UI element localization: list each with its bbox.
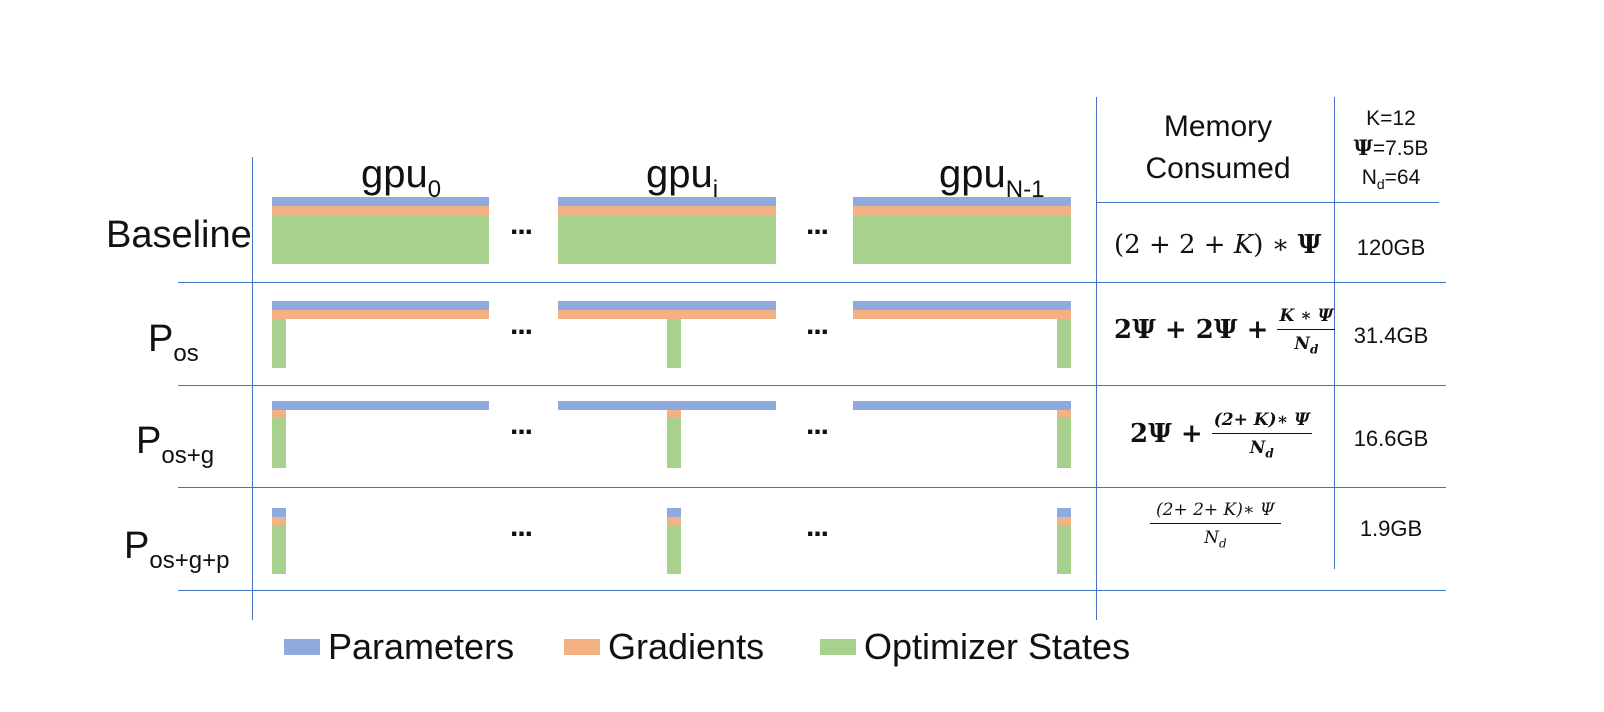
memory-header-line1: Memory bbox=[1163, 110, 1273, 143]
parameters-bar bbox=[272, 301, 489, 310]
optimizer-states-bar bbox=[272, 525, 286, 574]
optimizer-states-swatch bbox=[820, 639, 856, 655]
parameters-bar bbox=[272, 197, 489, 206]
optimizer-states-bar bbox=[853, 215, 1071, 264]
parameters-bar bbox=[853, 301, 1071, 310]
formula-baseline: (2 + 2 + K) ∗ Ψ bbox=[1114, 230, 1322, 260]
parameters-bar bbox=[558, 301, 776, 310]
optimizer-states-bar bbox=[272, 215, 489, 264]
grid-line-bottom bbox=[178, 590, 1446, 591]
gradients-bar bbox=[558, 310, 776, 319]
parameters-swatch bbox=[284, 639, 320, 655]
constant-psi: Ψ=7.5B bbox=[1353, 135, 1429, 160]
gradients-bar bbox=[272, 206, 489, 215]
ellipsis: ... bbox=[510, 208, 533, 241]
parameters-bar bbox=[272, 508, 286, 517]
row-label-pos: Pos bbox=[148, 318, 199, 367]
optimizer-states-bar bbox=[667, 319, 681, 368]
ellipsis: ... bbox=[510, 408, 533, 441]
ellipsis: ... bbox=[510, 308, 533, 341]
grid-line-row3 bbox=[178, 487, 1446, 488]
column-header-gpui: gpui bbox=[646, 152, 719, 203]
parameters-bar bbox=[272, 401, 489, 410]
row-label-baseline: Baseline bbox=[106, 214, 252, 256]
gradients-swatch bbox=[564, 639, 600, 655]
legend-optimizer-states: Optimizer States bbox=[820, 626, 1130, 668]
grid-line-right bbox=[1334, 97, 1335, 569]
gradients-bar bbox=[853, 206, 1071, 215]
parameters-bar bbox=[853, 401, 1071, 410]
optimizer-states-bar bbox=[272, 418, 286, 468]
optimizer-states-bar bbox=[1057, 525, 1071, 574]
ellipsis: ... bbox=[806, 510, 829, 543]
column-header-gpu0: gpu0 bbox=[361, 152, 442, 203]
optimizer-states-bar bbox=[1057, 418, 1071, 468]
gradients-bar bbox=[853, 310, 1071, 319]
gradients-bar bbox=[272, 410, 286, 418]
parameters-bar bbox=[853, 197, 1071, 206]
parameters-bar bbox=[667, 508, 681, 517]
gradients-bar bbox=[272, 517, 286, 525]
ellipsis: ... bbox=[806, 208, 829, 241]
ellipsis: ... bbox=[806, 408, 829, 441]
memory-value-baseline: 120GB bbox=[1356, 235, 1426, 260]
memory-header-line2: Consumed bbox=[1145, 152, 1291, 185]
optimizer-states-bar bbox=[1057, 319, 1071, 368]
gradients-bar bbox=[667, 410, 681, 418]
grid-line-left bbox=[252, 157, 253, 620]
memory-value-posgp: 1.9GB bbox=[1359, 516, 1423, 541]
grid-line-row1 bbox=[178, 282, 1446, 283]
column-header-gpuN: gpuN-1 bbox=[939, 152, 1045, 203]
legend-parameters: Parameters bbox=[284, 626, 514, 668]
optimizer-states-bar bbox=[667, 525, 681, 574]
optimizer-states-bar bbox=[272, 319, 286, 368]
row-label-posgp: Pos+g+p bbox=[124, 525, 230, 574]
parameters-bar bbox=[1057, 508, 1071, 517]
legend-gradients: Gradients bbox=[564, 626, 764, 668]
ellipsis: ... bbox=[806, 308, 829, 341]
parameters-bar bbox=[558, 197, 776, 206]
memory-consumed-header: Memory Consumed bbox=[1104, 106, 1332, 190]
constants-block: K=12 Ψ=7.5B Nd=64 bbox=[1336, 104, 1446, 199]
gradients-bar bbox=[667, 517, 681, 525]
row-label-posg: Pos+g bbox=[136, 420, 215, 469]
grid-line-middle bbox=[1096, 97, 1097, 620]
gradients-bar bbox=[1057, 410, 1071, 418]
grid-line-header-constants bbox=[1096, 202, 1439, 203]
ellipsis: ... bbox=[510, 510, 533, 543]
memory-value-pos: 31.4GB bbox=[1353, 323, 1429, 348]
grid-line-row2 bbox=[178, 385, 1446, 386]
optimizer-states-bar bbox=[667, 418, 681, 468]
optimizer-states-bar bbox=[558, 215, 776, 264]
constant-k: K=12 bbox=[1366, 107, 1416, 130]
parameters-bar bbox=[558, 401, 776, 410]
gradients-bar bbox=[558, 206, 776, 215]
memory-value-posg: 16.6GB bbox=[1353, 426, 1429, 451]
gradients-bar bbox=[272, 310, 489, 319]
constant-nd: Nd=64 bbox=[1361, 166, 1421, 193]
gradients-bar bbox=[1057, 517, 1071, 525]
